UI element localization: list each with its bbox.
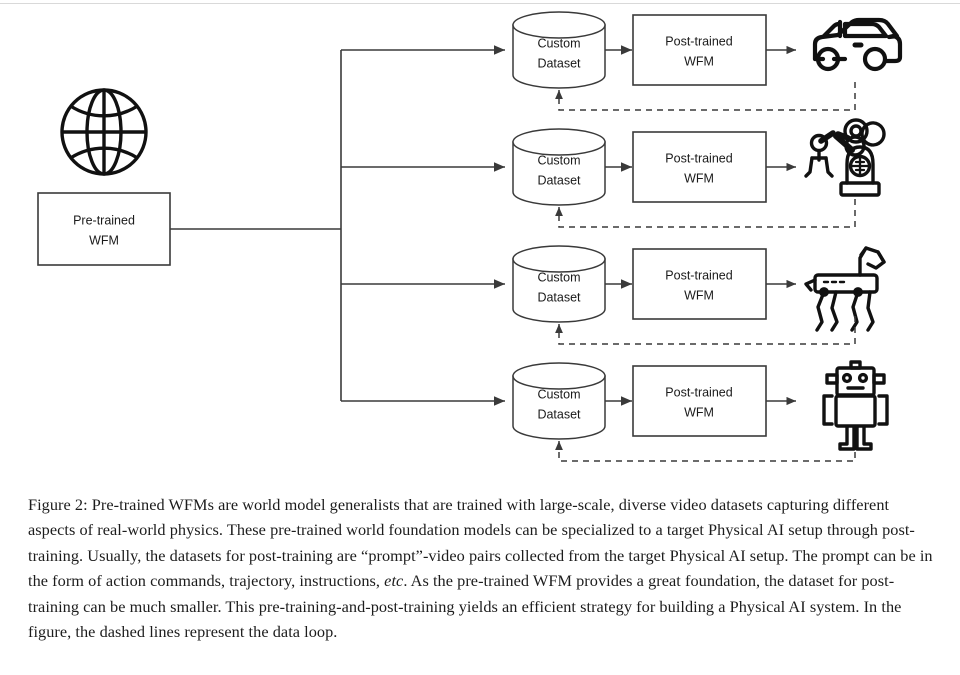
posttrained-wfm-label-line2: WFM bbox=[684, 288, 714, 302]
posttrained-wfm-label-line2: WFM bbox=[684, 405, 714, 419]
caption-italic-etc: etc bbox=[384, 571, 404, 591]
branch-connectors bbox=[170, 45, 505, 406]
humanoid-robot-icon bbox=[822, 360, 889, 451]
figure-diagram: Pre-trained WFM Custom Dataset Post-trai… bbox=[37, 11, 903, 462]
pipeline-row: Custom Dataset Post-trained WFM bbox=[512, 360, 889, 462]
posttrained-wfm-label-line1: Post-trained bbox=[665, 385, 732, 399]
caption-part2: . As the pre-trained WFM provides a grea… bbox=[28, 571, 902, 642]
posttrained-wfm-node[interactable]: Post-trained WFM bbox=[632, 365, 767, 437]
custom-dataset-label-line1: Custom bbox=[537, 387, 580, 401]
globe-icon bbox=[60, 88, 148, 176]
custom-dataset-label-line2: Dataset bbox=[537, 56, 581, 70]
car-icon bbox=[812, 17, 903, 72]
data-loop-dashed bbox=[555, 82, 856, 111]
posttrained-wfm-label-line1: Post-trained bbox=[665, 268, 732, 282]
custom-dataset-label-line2: Dataset bbox=[537, 407, 581, 421]
custom-dataset-label-line2: Dataset bbox=[537, 290, 581, 304]
pipeline-row: Custom Dataset Post-trained WFM bbox=[512, 118, 886, 228]
posttrained-wfm-label-line2: WFM bbox=[684, 171, 714, 185]
page-top-rule bbox=[0, 3, 960, 4]
robot-dog-icon bbox=[804, 246, 886, 332]
custom-dataset-label-line1: Custom bbox=[537, 270, 580, 284]
data-loop-dashed bbox=[555, 199, 856, 228]
posttrained-wfm-node[interactable]: Post-trained WFM bbox=[632, 14, 767, 86]
custom-dataset-node[interactable]: Custom Dataset bbox=[512, 11, 606, 89]
custom-dataset-node[interactable]: Custom Dataset bbox=[512, 245, 606, 323]
posttrained-wfm-label-line1: Post-trained bbox=[665, 151, 732, 165]
posttrained-wfm-label-line1: Post-trained bbox=[665, 34, 732, 48]
caption-part1: Figure 2: Pre-trained WFMs are world mod… bbox=[28, 495, 933, 591]
data-loop-dashed bbox=[555, 441, 856, 462]
pretrained-wfm-label-line2: WFM bbox=[89, 233, 119, 247]
robot-arm-icon bbox=[804, 118, 886, 197]
custom-dataset-node[interactable]: Custom Dataset bbox=[512, 362, 606, 440]
figure-caption: Figure 2: Pre-trained WFMs are world mod… bbox=[28, 492, 938, 644]
pipeline-row: Custom Dataset Post-trained WFM bbox=[512, 245, 886, 345]
custom-dataset-label-line2: Dataset bbox=[537, 173, 581, 187]
custom-dataset-node[interactable]: Custom Dataset bbox=[512, 128, 606, 206]
pretrained-wfm-node[interactable]: Pre-trained WFM bbox=[37, 192, 171, 266]
pretrained-wfm-label-line1: Pre-trained bbox=[73, 213, 135, 227]
custom-dataset-label-line1: Custom bbox=[537, 36, 580, 50]
posttrained-wfm-node[interactable]: Post-trained WFM bbox=[632, 131, 767, 203]
pipeline-row: Custom Dataset Post-trained WFM bbox=[512, 11, 903, 111]
posttrained-wfm-label-line2: WFM bbox=[684, 54, 714, 68]
posttrained-wfm-node[interactable]: Post-trained WFM bbox=[632, 248, 767, 320]
data-loop-dashed bbox=[555, 316, 856, 345]
custom-dataset-label-line1: Custom bbox=[537, 153, 580, 167]
